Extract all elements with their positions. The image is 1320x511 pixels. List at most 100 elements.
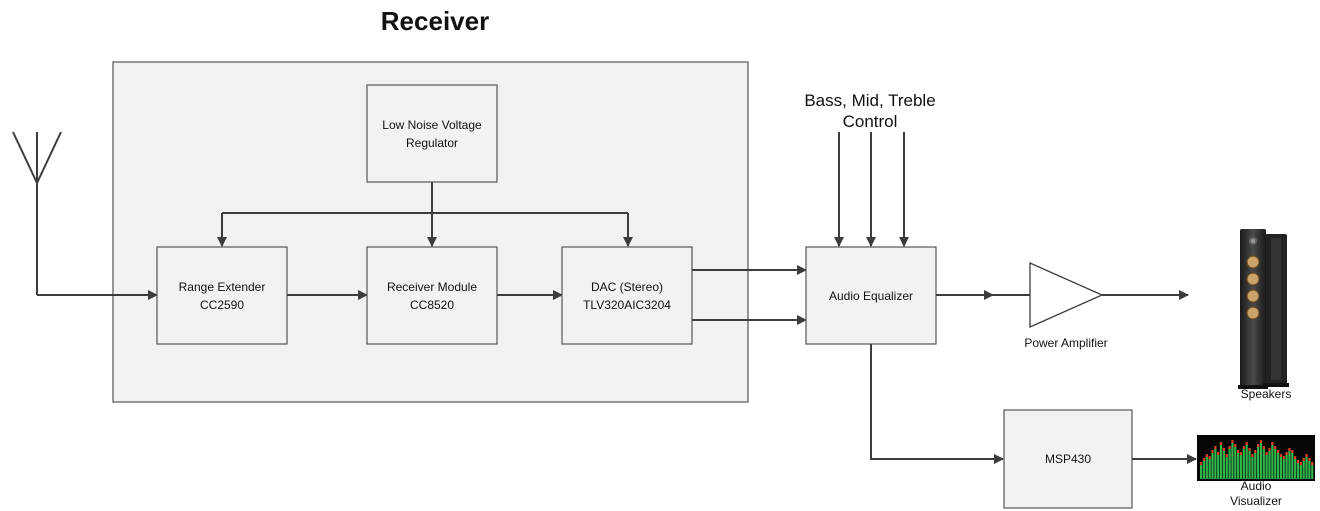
- visualizer-bar: [1265, 455, 1268, 479]
- visualizer-bar-peak: [1311, 462, 1314, 465]
- visualizer-bar: [1200, 465, 1203, 479]
- visualizer-bar: [1276, 453, 1280, 479]
- visualizer-bar: [1211, 453, 1214, 479]
- visualizer-bar-peak: [1294, 456, 1297, 459]
- visualizer-bar-peak: [1254, 450, 1257, 453]
- visualizer-bar-peak: [1282, 456, 1285, 459]
- dac-block: DAC (Stereo) TLV320AIC3204: [561, 246, 693, 345]
- visualizer-bar-peak: [1202, 458, 1206, 461]
- visualizer-bar-peak: [1279, 454, 1282, 457]
- visualizer-bar-peak: [1262, 446, 1265, 449]
- visualizer-bar-peak: [1234, 444, 1237, 447]
- receiver-module-block: Receiver Module CC8520: [366, 246, 498, 345]
- visualizer-bar: [1259, 443, 1263, 479]
- visualizer-bar-peak: [1237, 450, 1240, 453]
- visualizer-bar-peak: [1268, 448, 1271, 451]
- visualizer-bar: [1279, 457, 1282, 479]
- visualizer-bar: [1311, 465, 1314, 479]
- visualizer-bar: [1225, 457, 1228, 479]
- visualizer-bar: [1294, 459, 1297, 479]
- visualizer-bar: [1296, 463, 1300, 479]
- visualizer-bar: [1299, 465, 1302, 479]
- visualizer-bar: [1222, 451, 1225, 479]
- dac-label-1: DAC (Stereo): [591, 280, 663, 294]
- visualizer-bar: [1274, 449, 1277, 479]
- visualizer-bar-peak: [1248, 448, 1251, 451]
- visualizer-bar-peak: [1251, 454, 1254, 457]
- visualizer-bar-peak: [1271, 442, 1274, 445]
- visualizer-bar-peak: [1228, 446, 1231, 449]
- equalizer-block: Audio Equalizer: [805, 246, 937, 345]
- visualizer-bar: [1228, 449, 1231, 479]
- speakers-label: Speakers: [1241, 387, 1292, 401]
- visualizer-bar: [1282, 459, 1285, 479]
- visualizer-bar-peak: [1231, 440, 1234, 443]
- visualizer-bar: [1242, 449, 1245, 479]
- visualizer-bar: [1214, 449, 1217, 479]
- visualizer-bar: [1288, 451, 1291, 479]
- power-amplifier-label: Power Amplifier: [1024, 336, 1107, 350]
- visualizer-bar-peak: [1308, 458, 1311, 461]
- visualizer-bar: [1239, 455, 1243, 479]
- visualizer-bar-peak: [1217, 452, 1220, 455]
- visualizer-bar: [1208, 459, 1211, 479]
- range-extender-label-2: CC2590: [200, 298, 244, 312]
- control-label-2: Control: [843, 112, 898, 131]
- antenna-icon: [12, 131, 62, 295]
- control-label-1: Bass, Mid, Treble: [804, 91, 935, 110]
- range-extender-label-1: Range Extender: [179, 280, 266, 294]
- diagram-title: Receiver: [381, 6, 489, 36]
- visualizer-label-1: Audio: [1241, 479, 1272, 493]
- visualizer-bar-peak: [1305, 454, 1308, 457]
- power-amplifier-symbol: [1029, 261, 1104, 329]
- range-extender-block: Range Extender CC2590: [156, 246, 288, 345]
- visualizer-bar-peak: [1239, 452, 1243, 455]
- visualizer-bar-peak: [1200, 462, 1203, 465]
- ldo-label-2: Regulator: [406, 136, 458, 150]
- visualizer-bar: [1254, 453, 1257, 479]
- visualizer-bar: [1248, 451, 1251, 479]
- visualizer-bar: [1271, 445, 1274, 479]
- visualizer-bar: [1308, 461, 1311, 479]
- visualizer-bar: [1202, 461, 1206, 479]
- msp430-block: MSP430: [1003, 409, 1133, 509]
- visualizer-bar: [1231, 443, 1234, 479]
- equalizer-label: Audio Equalizer: [829, 289, 913, 303]
- visualizer-bar-peak: [1302, 458, 1305, 461]
- visualizer-bar-peak: [1205, 454, 1208, 457]
- visualizer-bar-peak: [1214, 446, 1217, 449]
- visualizer-bar: [1219, 445, 1223, 479]
- visualizer-bar: [1302, 461, 1305, 479]
- visualizer-label-2: Visualizer: [1230, 494, 1282, 508]
- visualizer-bar: [1257, 447, 1260, 479]
- visualizer-bar-peak: [1274, 446, 1277, 449]
- visualizer-bar: [1234, 447, 1237, 479]
- dac-label-2: TLV320AIC3204: [583, 298, 671, 312]
- audio-visualizer-icon: [1197, 435, 1315, 481]
- visualizer-bar-peak: [1259, 440, 1263, 443]
- visualizer-bar-peak: [1222, 448, 1225, 451]
- visualizer-bar: [1245, 445, 1248, 479]
- visualizer-bar-peak: [1219, 442, 1223, 445]
- visualizer-bar: [1237, 453, 1240, 479]
- eq-to-msp430-arrow: [870, 344, 1004, 464]
- visualizer-bar-peak: [1245, 442, 1248, 445]
- msp430-label: MSP430: [1045, 452, 1091, 466]
- visualizer-bar: [1291, 453, 1294, 479]
- visualizer-bar-peak: [1257, 444, 1260, 447]
- visualizer-bar-peak: [1225, 454, 1228, 457]
- visualizer-bar-peak: [1211, 450, 1214, 453]
- visualizer-bar-peak: [1242, 446, 1245, 449]
- visualizer-bar: [1262, 449, 1265, 479]
- visualizer-bar: [1305, 457, 1308, 479]
- visualizer-bar: [1285, 455, 1288, 479]
- visualizer-bar: [1268, 451, 1271, 479]
- visualizer-bar-peak: [1265, 452, 1268, 455]
- visualizer-bar-peak: [1299, 462, 1302, 465]
- visualizer-bar: [1217, 455, 1220, 479]
- ldo-label-1: Low Noise Voltage: [382, 118, 482, 132]
- visualizer-bar-peak: [1291, 450, 1294, 453]
- ldo-block: Low Noise Voltage Regulator: [366, 84, 498, 183]
- receiver-module-label-2: CC8520: [410, 298, 454, 312]
